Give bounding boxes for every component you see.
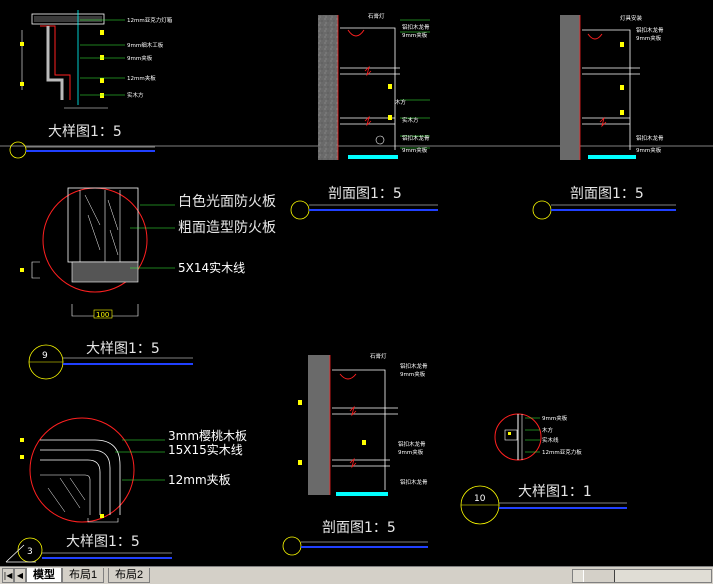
circle1-callout-1: 白色光面防火板 [178, 193, 276, 210]
tab-prev-button[interactable]: ◀ [14, 568, 26, 583]
section-c-callout-2: 铝扣木龙骨 [400, 362, 428, 370]
horizontal-scrollbar[interactable] [572, 569, 712, 583]
layout-tab-bar: |◀ ◀ 模型 布局1 布局2 [0, 566, 713, 584]
top-callout-5: 实木方 [127, 91, 144, 99]
section-b: 灯具安装 铝扣木龙骨 9mm夹板 铝扣木龙骨 9mm夹板 [560, 14, 664, 160]
top-callout-2: 9mm细木工板 [127, 41, 164, 49]
section-c-callout-1: 石膏灯 [370, 352, 387, 360]
detail10-callout-3: 实木线 [542, 436, 559, 444]
section-c-callout-3: 9mm夹板 [400, 370, 426, 378]
section-title-a: 剖面图1：5 [328, 186, 402, 202]
section-c-callout-6: 铝扣木龙骨 [400, 478, 428, 486]
section-a-callout-6: 铝扣木龙骨 [402, 134, 430, 142]
section-title-c: 剖面图1：5 [322, 520, 396, 536]
section-a-callout-4: 木方 [395, 98, 407, 106]
cad-model-space[interactable]: 12mm亚克力灯箱 9mm细木工板 9mm夹板 12mm夹板 实木方 大样图1：… [0, 0, 713, 566]
marker-10: 10 [474, 494, 486, 504]
dimension-value: 100 [96, 311, 109, 319]
detail10-callout-4: 12mm亚克力板 [542, 448, 582, 456]
detail10-callout-1: 9mm夹板 [542, 414, 568, 422]
top-left-detail: 12mm亚克力灯箱 9mm细木工板 9mm夹板 12mm夹板 实木方 [20, 10, 173, 109]
detail-title-1: 大样图1：5 [48, 124, 122, 140]
detail10-callout-2: 木方 [542, 426, 554, 434]
top-callout-1: 12mm亚克力灯箱 [127, 16, 173, 24]
detail-title-10: 大样图1：1 [518, 484, 592, 500]
detail-title-3: 大样图1：5 [66, 534, 140, 550]
section-c-callout-5: 9mm夹板 [398, 448, 424, 456]
section-title-b: 剖面图1：5 [570, 186, 644, 202]
scrollbar-thumb[interactable] [583, 570, 615, 582]
section-b-callout-5: 9mm夹板 [636, 146, 662, 154]
circle2-callout-3: 12mm夹板 [168, 473, 231, 487]
section-a: 石膏灯 铝扣木龙骨 9mm夹板 木方 实木方 铝扣木龙骨 9mm夹板 [318, 12, 430, 160]
circle1-callout-3: 5X14实木线 [178, 260, 245, 275]
tab-layout2[interactable]: 布局2 [108, 568, 151, 583]
circle-detail-2 [20, 417, 165, 523]
section-a-callout-3: 9mm夹板 [402, 31, 428, 39]
section-a-callout-5: 实木方 [402, 116, 419, 124]
top-callout-4: 12mm夹板 [127, 74, 156, 82]
top-callout-3: 9mm夹板 [127, 54, 153, 62]
tab-first-button[interactable]: |◀ [2, 568, 14, 583]
section-c-callout-4: 铝扣木龙骨 [398, 440, 426, 448]
section-a-callout-7: 9mm夹板 [402, 146, 428, 154]
tab-model[interactable]: 模型 [26, 568, 62, 583]
section-a-callout-2: 铝扣木龙骨 [402, 23, 430, 31]
section-a-callout-1: 石膏灯 [368, 12, 385, 20]
circle2-callout-1: 3mm樱桃木板 [168, 428, 247, 443]
circle-detail-1: 100 [20, 187, 175, 319]
detail-10: 9mm夹板 木方 实木线 12mm亚克力板 [494, 413, 582, 461]
marker-3: 3 [27, 547, 33, 557]
section-b-callout-4: 铝扣木龙骨 [636, 134, 664, 142]
section-b-callout-1: 灯具安装 [620, 14, 643, 22]
section-b-callout-3: 9mm夹板 [636, 34, 662, 42]
ucs-icon [5, 544, 36, 563]
circle1-callout-2: 粗面造型防火板 [178, 220, 276, 236]
section-b-callout-2: 铝扣木龙骨 [636, 26, 664, 34]
section-c: 石膏灯 铝扣木龙骨 9mm夹板 铝扣木龙骨 9mm夹板 铝扣木龙骨 [298, 352, 428, 496]
detail-title-9: 大样图1：5 [86, 341, 160, 357]
tab-layout1[interactable]: 布局1 [62, 568, 105, 583]
marker-9: 9 [42, 351, 48, 361]
circle2-callout-2: 15X15实木线 [168, 442, 243, 457]
